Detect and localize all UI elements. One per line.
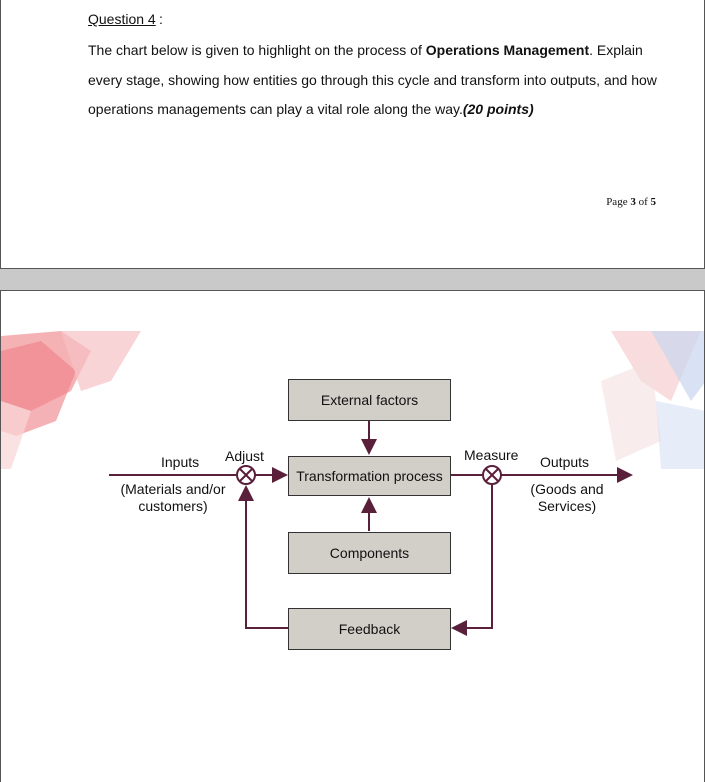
measure-label: Measure <box>464 447 519 463</box>
page-number: Page 3 of 5 <box>606 196 656 208</box>
inputs-label: Inputs <box>161 454 200 470</box>
inputs-detail-line2: customers) <box>138 498 208 514</box>
page-number-prefix: Page <box>606 196 628 208</box>
measure-comparator-icon <box>482 465 502 485</box>
feedback-box: Feedback <box>288 608 451 650</box>
outputs-detail: (Goods and Services) <box>521 481 613 515</box>
document-page-bottom: External factors Transformation process … <box>0 290 705 782</box>
question-text-part2: . Explain every stage, showing how entit… <box>88 42 657 117</box>
page-number-separator: of <box>638 196 648 208</box>
outputs-detail-line2: Services) <box>537 498 597 514</box>
adjust-label: Adjust <box>225 448 264 464</box>
decorative-background-shapes <box>1 331 704 469</box>
outputs-detail-line1: (Goods and <box>530 481 604 497</box>
components-box: Components <box>288 532 451 574</box>
adjust-comparator-icon <box>236 465 256 485</box>
document-page-top: Question 4 : The chart below is given to… <box>0 0 705 269</box>
operations-diagram-lines <box>109 421 633 636</box>
question-points: (20 points) <box>462 101 534 117</box>
question-text: The chart below is given to highlight on… <box>88 36 668 125</box>
question-text-bold: Operations Management <box>425 42 590 58</box>
feedback-to-adjust-arrow <box>238 485 288 629</box>
question-text-part1: The chart below is given to highlight on… <box>88 42 426 58</box>
question-heading-colon: : <box>159 11 163 27</box>
transformation-process-box: Transformation process <box>288 456 451 496</box>
outputs-label: Outputs <box>540 454 590 470</box>
measure-to-feedback-arrow <box>451 485 493 636</box>
external-factors-box: External factors <box>288 379 451 421</box>
page-number-current: 3 <box>630 196 636 208</box>
page-gap <box>0 269 705 290</box>
question-heading: Question 4 <box>88 11 156 27</box>
inputs-detail: (Materials and/or customers) <box>111 481 235 515</box>
page-number-total: 5 <box>650 196 657 208</box>
inputs-detail-line1: (Materials and/or <box>120 481 226 497</box>
